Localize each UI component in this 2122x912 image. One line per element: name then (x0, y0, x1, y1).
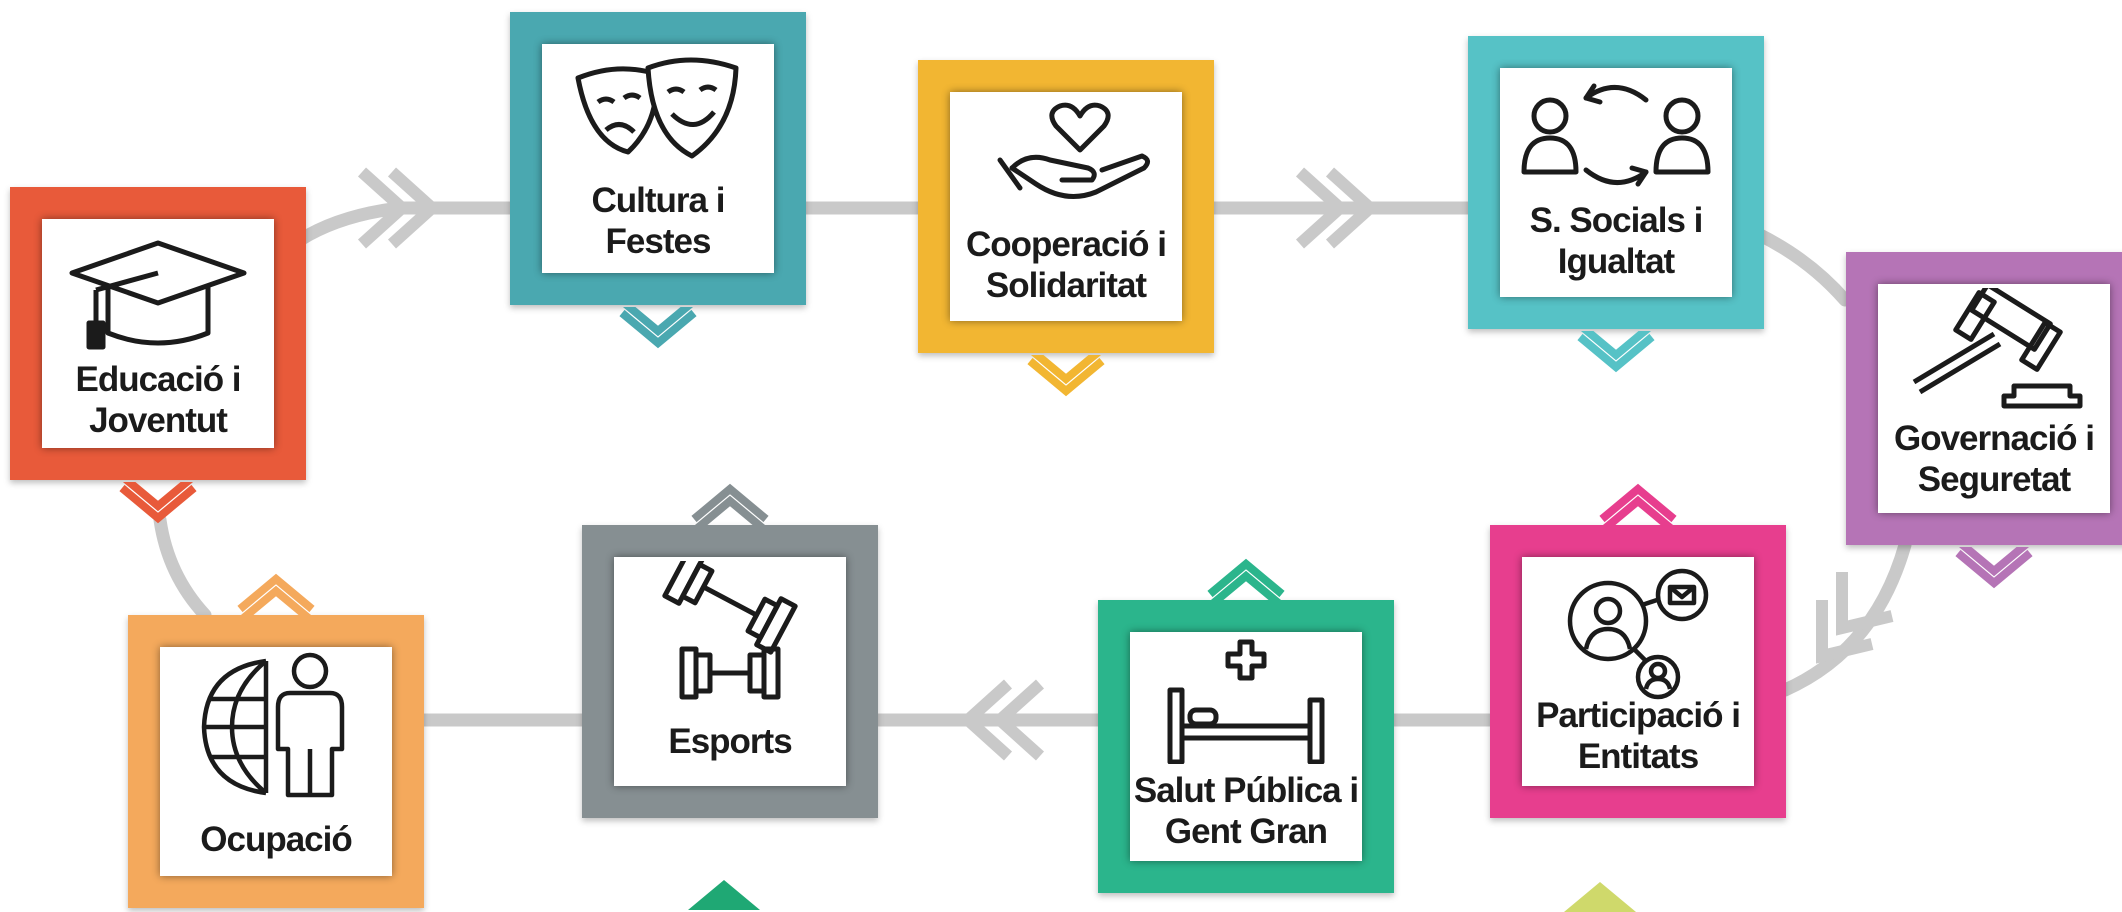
arrow-head-left (991, 679, 1045, 761)
arrow-head-down (1816, 600, 1874, 664)
globe-person-icon (201, 652, 345, 798)
arrow-head-right (387, 167, 441, 249)
people-exchange-icon (1521, 83, 1711, 187)
node-card: Ocupació (160, 647, 392, 876)
chevron-up-icon (1599, 483, 1677, 525)
node-cultura: Cultura i Festes (510, 12, 806, 349)
heart-in-hand-icon (997, 102, 1150, 199)
chevron-up-icon (691, 483, 769, 525)
node-ocupacio: Ocupació (128, 573, 424, 908)
node-label: Esports (668, 722, 792, 761)
node-card: Governació i Seguretat (1878, 284, 2110, 513)
path-left (153, 513, 212, 622)
partial-chevron-up-icon (688, 880, 760, 910)
node-card: Educació i Joventut (42, 219, 274, 448)
node-esports: Esports (582, 483, 878, 818)
node-card: Salut Pública i Gent Gran (1130, 632, 1362, 861)
node-label: Governació i Seguretat (1893, 419, 2095, 499)
arrow-head-left (959, 679, 1013, 761)
network-people-icon (1567, 568, 1709, 700)
node-label: Cooperació i Solidaritat (966, 225, 1167, 305)
theater-masks-icon (575, 57, 739, 159)
node-label: Cultura i Festes (591, 181, 726, 261)
node-salut: Salut Pública i Gent Gran (1098, 558, 1394, 893)
node-card: S. Socials i Igualtat (1500, 68, 1732, 297)
node-socials: S. Socials i Igualtat (1468, 36, 1764, 373)
node-cooperacio: Cooperació i Solidaritat (918, 60, 1214, 397)
node-educacio: Educació i Joventut (10, 187, 306, 524)
node-card: Esports (614, 557, 846, 786)
arrow-head-right (1295, 167, 1349, 249)
gavel-icon (1912, 288, 2083, 409)
node-participacio: Participació i Entitats (1490, 483, 1786, 818)
node-card: Cooperació i Solidaritat (950, 92, 1182, 321)
chevron-down-icon (1027, 355, 1105, 397)
chevron-down-icon (619, 307, 697, 349)
node-label: S. Socials i Igualtat (1529, 201, 1704, 281)
node-card: Participació i Entitats (1522, 557, 1754, 786)
dumbbells-icon (662, 561, 798, 700)
chevron-down-icon (1955, 547, 2033, 589)
graduation-cap-icon (69, 240, 247, 350)
node-label: Educació i Joventut (75, 360, 241, 440)
node-governacio: Governació i Seguretat (1846, 252, 2122, 589)
partial-chevron-up-icon (1564, 882, 1636, 912)
chevron-up-icon (1207, 558, 1285, 600)
node-card: Cultura i Festes (542, 44, 774, 273)
path-right (1778, 538, 1912, 697)
arrow-head-right (1325, 167, 1379, 249)
chevron-down-icon (119, 482, 197, 524)
arrow-head-right (357, 167, 411, 249)
node-label: Salut Pública i Gent Gran (1133, 771, 1359, 851)
node-label: Participació i Entitats (1536, 696, 1741, 776)
node-label: Ocupació (200, 820, 352, 859)
chevron-up-icon (237, 573, 315, 615)
path-top-right (1753, 228, 1852, 307)
arrow-head-down (1836, 572, 1894, 636)
chevron-down-icon (1577, 331, 1655, 373)
hospital-bed-icon (1167, 639, 1325, 764)
